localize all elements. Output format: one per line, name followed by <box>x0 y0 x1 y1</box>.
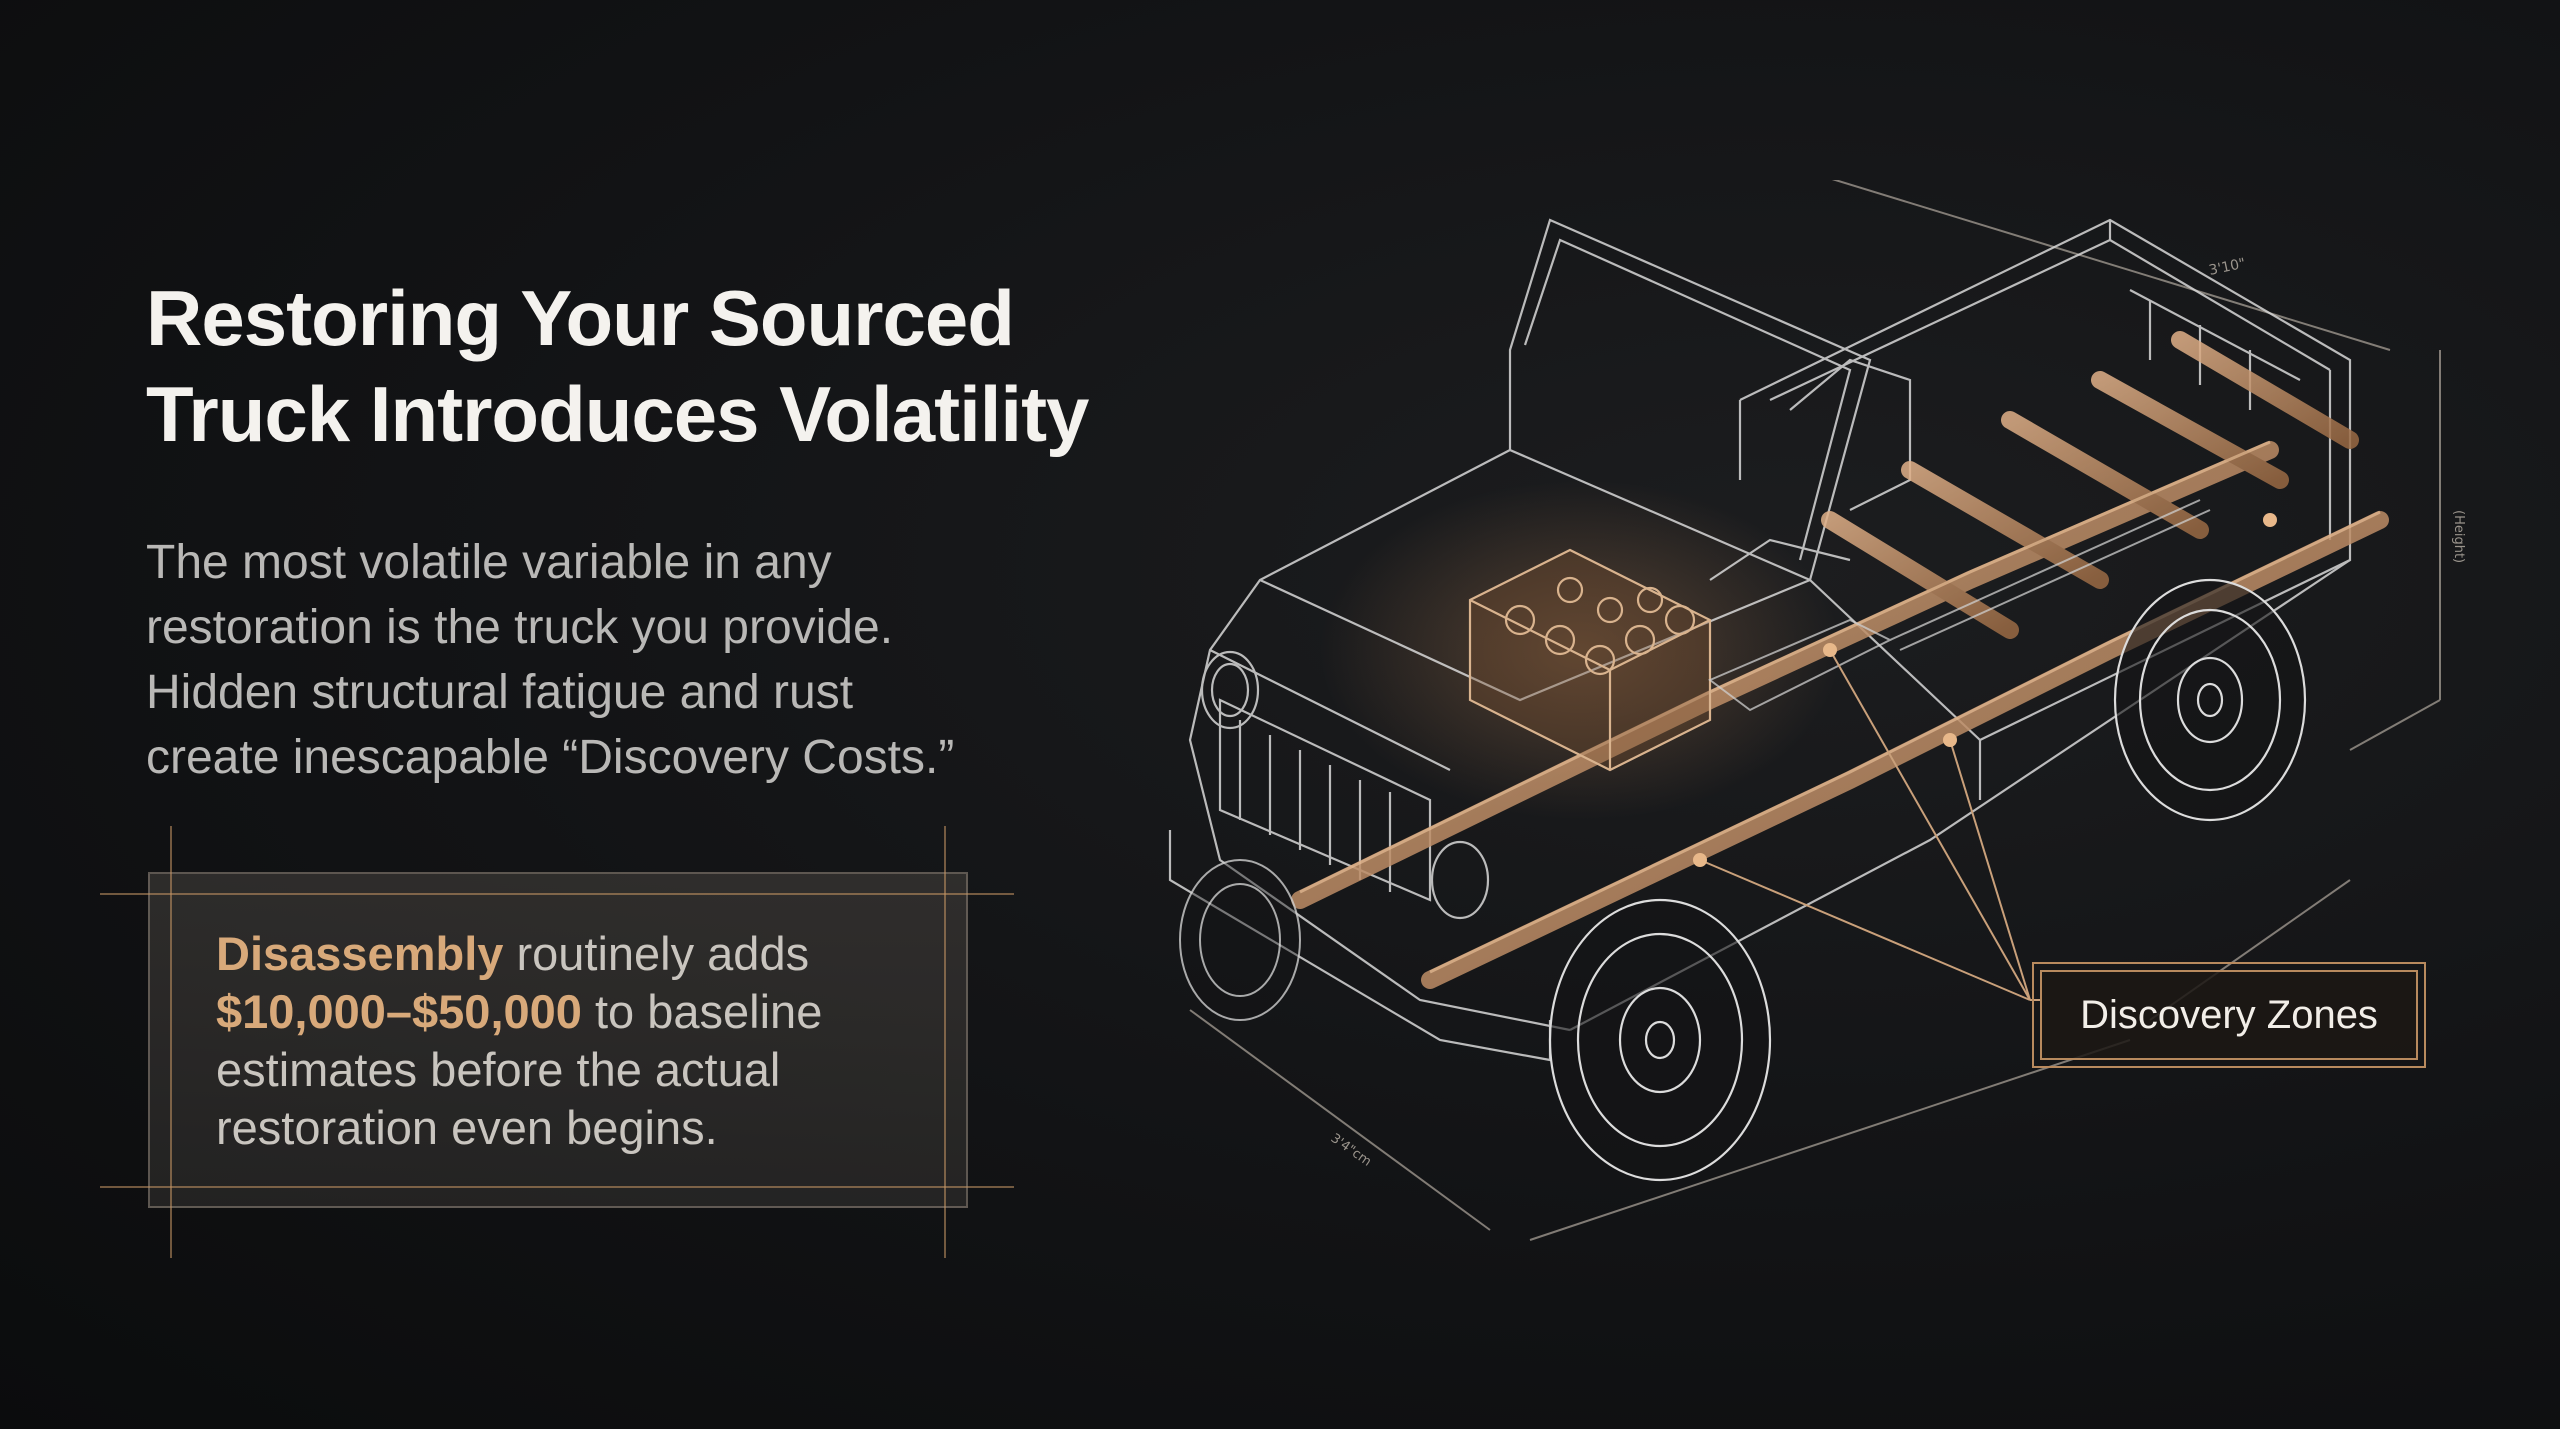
discovery-zones-text: Discovery Zones <box>2040 970 2418 1060</box>
callout-line-1-rest: routinely adds <box>503 927 810 980</box>
body-line-1: The most volatile variable in any <box>146 536 832 589</box>
callout-line-1: Disassembly routinely adds <box>216 925 956 983</box>
callout-text: Disassembly routinely adds $10,000–$50,0… <box>216 925 956 1157</box>
callout-guide-bottom <box>100 1186 1014 1188</box>
wheel-front-left <box>1179 859 1301 1021</box>
callout-guide-left <box>170 826 172 1258</box>
body-line-4: create inescapable “Discovery Costs.” <box>146 731 955 784</box>
discovery-leader-lines <box>1699 649 2040 1001</box>
discovery-points <box>1693 513 2277 867</box>
title-line-2: Truck Introduces Volatility <box>146 370 1089 458</box>
callout-guide-top <box>100 893 1014 895</box>
discovery-zones-label: Discovery Zones <box>2032 962 2426 1068</box>
engine-block <box>1468 548 1712 772</box>
callout-accent-cost-range: $10,000–$50,000 <box>216 985 582 1038</box>
chassis-frame <box>1291 331 2389 989</box>
callout-line-4: restoration even begins. <box>216 1101 718 1154</box>
dimension-top-label: 3'10" <box>2208 256 2248 279</box>
callout-line-3: estimates before the actual <box>216 1043 781 1096</box>
chassis-frame-highlight <box>1299 440 2381 974</box>
dimension-side-label: (Height) <box>2451 510 2466 563</box>
callout-line-2: $10,000–$50,000 to baseline <box>216 983 956 1041</box>
drivetrain <box>1708 499 2211 712</box>
slide-title: Restoring Your Sourced Truck Introduces … <box>146 270 1166 462</box>
body-paragraph: The most volatile variable in any restor… <box>146 530 1146 790</box>
body-line-3: Hidden structural fatigue and rust <box>146 666 854 719</box>
body-line-2: restoration is the truck you provide. <box>146 601 894 654</box>
callout-line-2-rest: to baseline <box>581 985 823 1038</box>
dimension-bottom-label: 3'4"cm <box>1328 1131 1374 1170</box>
callout-box <box>148 872 968 1208</box>
title-line-1: Restoring Your Sourced <box>146 274 1015 362</box>
wheel-rear-right <box>2113 578 2307 822</box>
engine-glow <box>1320 480 1840 820</box>
callout-accent-disassembly: Disassembly <box>216 927 504 980</box>
callout-guide-right <box>944 826 946 1258</box>
wheel-front-right <box>1548 898 1772 1182</box>
truck-blueprint-illustration: 3'10" (Height) 3'4"cm <box>1168 180 2466 1241</box>
